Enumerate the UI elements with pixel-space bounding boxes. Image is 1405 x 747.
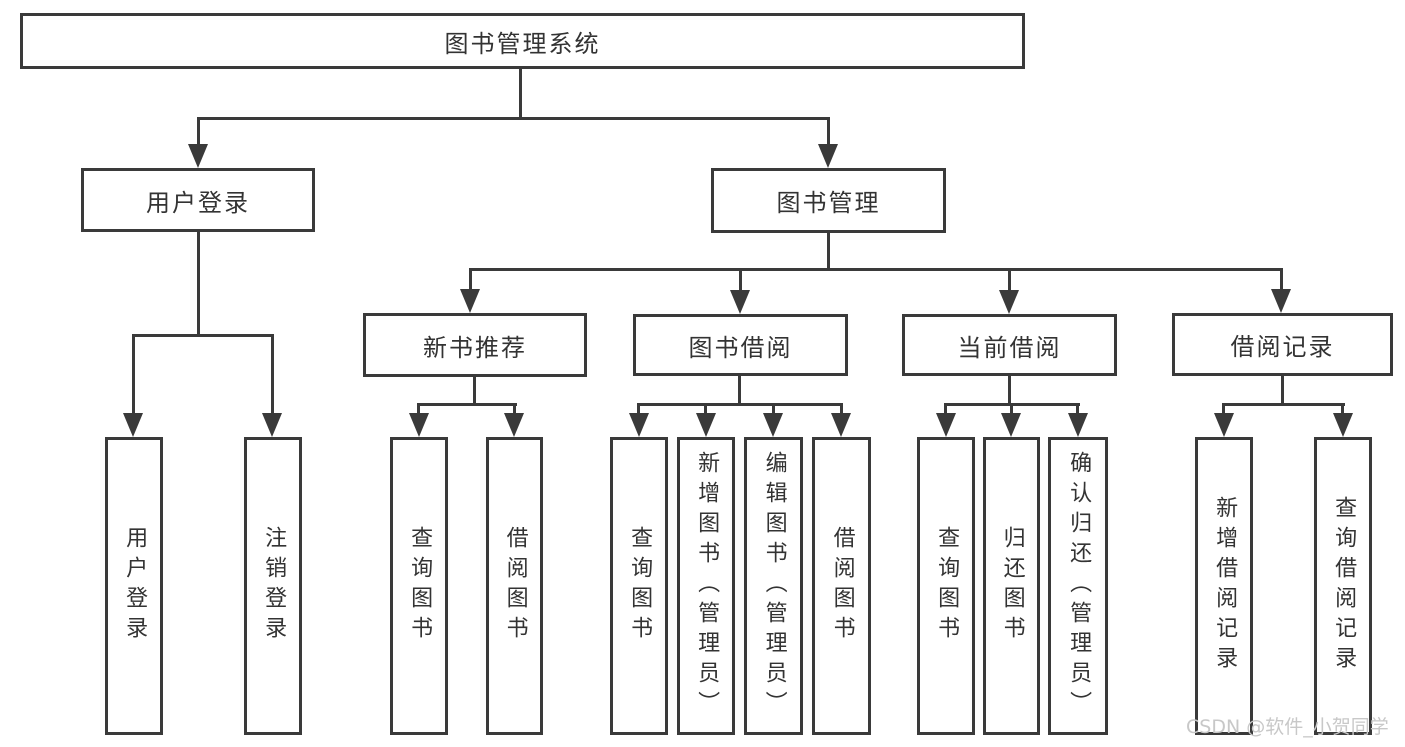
connector-line — [513, 403, 516, 415]
leaf-borrow-books-recommend: 借阅图书 — [486, 437, 543, 735]
node-current-borrow-label: 当前借阅 — [957, 333, 1062, 362]
node-current-borrow: 当前借阅 — [902, 314, 1117, 376]
connector-line — [132, 334, 135, 416]
leaf-logout-label: 注销登录 — [261, 526, 287, 646]
leaf-query-books-recommend: 查询图书 — [390, 437, 448, 735]
node-book-management-label: 图书管理 — [776, 189, 881, 217]
connector-line — [271, 334, 274, 416]
leaf-query-books-current: 查询图书 — [917, 437, 975, 735]
connector-line — [1076, 403, 1079, 415]
connector-line — [197, 117, 830, 120]
leaf-query-books-borrow-label: 查询图书 — [627, 526, 653, 646]
arrow-down-icon — [1271, 289, 1291, 313]
connector-line — [840, 403, 843, 415]
leaf-query-books-borrow: 查询图书 — [610, 437, 668, 735]
arrow-down-icon — [262, 413, 282, 437]
connector-line — [1341, 403, 1344, 415]
connector-line — [637, 403, 843, 406]
node-book-management: 图书管理 — [711, 168, 946, 233]
arrow-down-icon — [936, 413, 956, 437]
arrow-down-icon — [1068, 413, 1088, 437]
node-new-book-recommend: 新书推荐 — [363, 313, 587, 377]
leaf-borrow-books-recommend-label: 借阅图书 — [502, 526, 528, 646]
arrow-down-icon — [188, 144, 208, 168]
connector-line — [1280, 268, 1283, 291]
connector-line — [704, 403, 707, 415]
connector-line — [1222, 403, 1225, 415]
leaf-query-borrow-record-label: 查询借阅记录 — [1331, 496, 1357, 676]
leaf-logout: 注销登录 — [244, 437, 302, 735]
connector-line — [772, 403, 775, 415]
node-library-system: 图书管理系统 — [20, 13, 1025, 69]
leaf-add-book-admin: 新增图书（管理员） — [677, 437, 735, 735]
node-book-borrow: 图书借阅 — [633, 314, 848, 376]
leaf-add-borrow-record-label: 新增借阅记录 — [1212, 496, 1238, 676]
connector-line — [739, 268, 742, 291]
connector-line — [417, 403, 517, 406]
connector-line — [1281, 376, 1284, 406]
connector-line — [473, 377, 476, 406]
connector-line — [1008, 376, 1011, 406]
arrow-down-icon — [1333, 413, 1353, 437]
connector-line — [469, 268, 472, 291]
node-book-borrow-label: 图书借阅 — [688, 333, 793, 362]
node-new-book-recommend-label: 新书推荐 — [423, 333, 527, 362]
arrow-down-icon — [696, 413, 716, 437]
arrow-down-icon — [763, 413, 783, 437]
leaf-return-book-label: 归还图书 — [999, 526, 1025, 646]
leaf-query-borrow-record: 查询借阅记录 — [1314, 437, 1372, 735]
node-library-system-label: 图书管理系统 — [444, 29, 601, 58]
arrow-down-icon — [460, 289, 480, 313]
node-borrow-records: 借阅记录 — [1172, 313, 1393, 376]
arrow-down-icon — [818, 144, 838, 168]
connector-line — [469, 268, 1282, 271]
arrow-down-icon — [831, 413, 851, 437]
connector-line — [132, 334, 274, 337]
node-user-login-label: 用户登录 — [146, 188, 250, 217]
arrow-down-icon — [123, 413, 143, 437]
connector-line — [197, 232, 200, 337]
arrow-down-icon — [730, 290, 750, 314]
leaf-confirm-return-admin: 确认归还（管理员） — [1048, 437, 1108, 735]
arrow-down-icon — [504, 413, 524, 437]
leaf-edit-book-admin-label: 编辑图书（管理员） — [761, 451, 787, 721]
connector-line — [417, 403, 420, 415]
node-user-login: 用户登录 — [81, 168, 315, 232]
leaf-user-login-label: 用户登录 — [122, 526, 148, 646]
connector-line — [827, 233, 830, 271]
connector-line — [1008, 268, 1011, 291]
connector-line — [1222, 403, 1345, 406]
leaf-add-borrow-record: 新增借阅记录 — [1195, 437, 1253, 735]
arrow-down-icon — [1214, 413, 1234, 437]
leaf-add-book-admin-label: 新增图书（管理员） — [694, 451, 720, 721]
connector-line — [738, 376, 741, 406]
watermark: CSDN @软件_小贺同学 — [1186, 716, 1389, 738]
leaf-return-book: 归还图书 — [983, 437, 1040, 735]
leaf-query-books-current-label: 查询图书 — [934, 526, 960, 646]
leaf-confirm-return-admin-label: 确认归还（管理员） — [1066, 451, 1092, 721]
leaf-borrow-books-borrow: 借阅图书 — [812, 437, 871, 735]
connector-line — [827, 117, 830, 146]
connector-line — [1010, 403, 1013, 415]
arrow-down-icon — [629, 413, 649, 437]
leaf-query-books-recommend-label: 查询图书 — [407, 526, 433, 646]
arrow-down-icon — [409, 413, 429, 437]
leaf-edit-book-admin: 编辑图书（管理员） — [744, 437, 803, 735]
node-borrow-records-label: 借阅记录 — [1230, 333, 1335, 361]
leaf-user-login: 用户登录 — [105, 437, 163, 735]
arrow-down-icon — [999, 290, 1019, 314]
arrow-down-icon — [1001, 413, 1021, 437]
connector-line — [197, 117, 200, 146]
leaf-borrow-books-borrow-label: 借阅图书 — [829, 526, 855, 646]
connector-line — [944, 403, 947, 415]
connector-line — [519, 69, 522, 119]
connector-line — [637, 403, 640, 415]
